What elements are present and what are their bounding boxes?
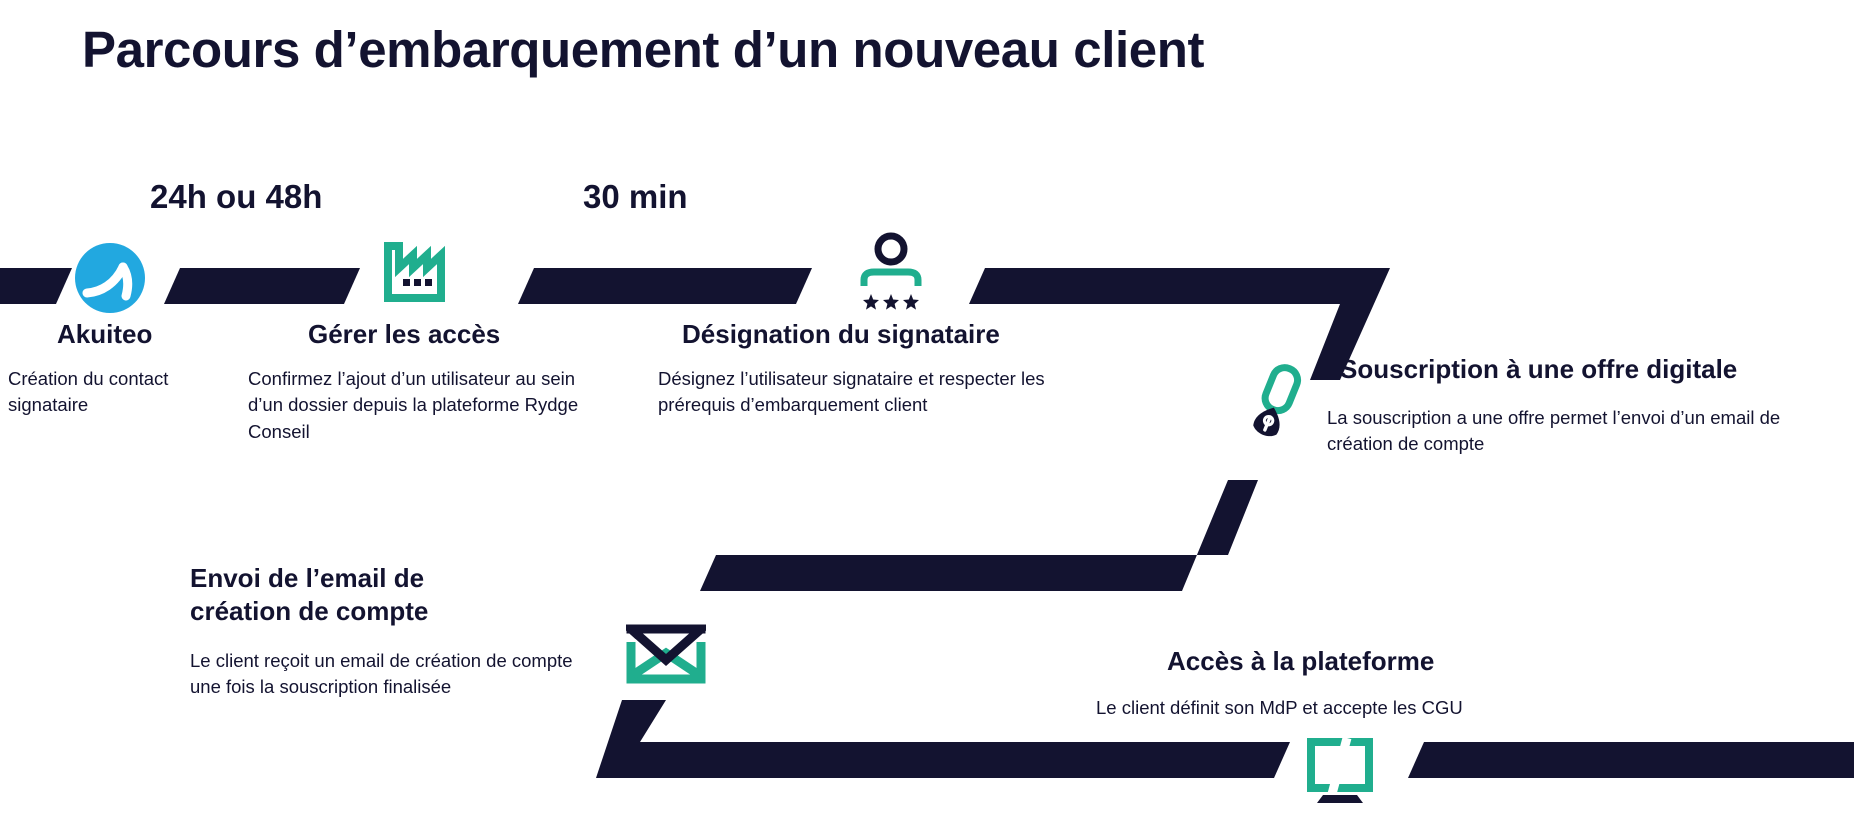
step-description-souscription-offre: La souscription a une offre permet l’env… xyxy=(1327,407,1781,455)
ribbon-segment-1 xyxy=(164,268,360,304)
step-title-designation-signataire: Désignation du signataire xyxy=(682,319,1000,349)
step-title-akuiteo: Akuiteo xyxy=(57,319,153,349)
step-title-envoi-email: Envoi de l’email de création de compte xyxy=(190,563,429,627)
signatory-person-icon xyxy=(855,232,927,312)
ribbon-segment-6-end xyxy=(1408,742,1854,778)
pen-icon xyxy=(1240,362,1312,440)
step-title-souscription-offre: Souscription à une offre digitale xyxy=(1340,354,1738,384)
factory-icon xyxy=(382,232,454,304)
step-description-designation-signataire: Désignez l’utilisateur signataire et res… xyxy=(658,368,1045,416)
ribbon-segment-4-elbow xyxy=(700,480,1258,591)
duration-label-2: 30 min xyxy=(583,178,688,215)
ribbon-segment-2 xyxy=(518,268,812,304)
ribbon-segment-start xyxy=(0,268,72,304)
step-title-gerer-les-acces: Gérer les accès xyxy=(308,319,501,349)
step-description-acces-plateforme: Le client définit son MdP et accepte les… xyxy=(1096,697,1463,718)
step-title-acces-plateforme: Accès à la plateforme xyxy=(1167,646,1435,676)
page-title: Parcours d’embarquement d’un nouveau cli… xyxy=(82,21,1205,78)
ribbon-segment-3-elbow xyxy=(969,268,1390,380)
akuiteo-logo-icon xyxy=(74,242,146,314)
screen-icon xyxy=(1300,736,1380,804)
step-description-akuiteo: Création du contact signataire xyxy=(8,368,169,416)
envelope-icon xyxy=(619,620,713,684)
step-description-envoi-email: Le client reçoit un email de création de… xyxy=(190,650,573,698)
step-description-gerer-les-acces: Confirmez l’ajout d’un utilisateur au se… xyxy=(248,368,579,442)
duration-label-1: 24h ou 48h xyxy=(150,178,323,215)
